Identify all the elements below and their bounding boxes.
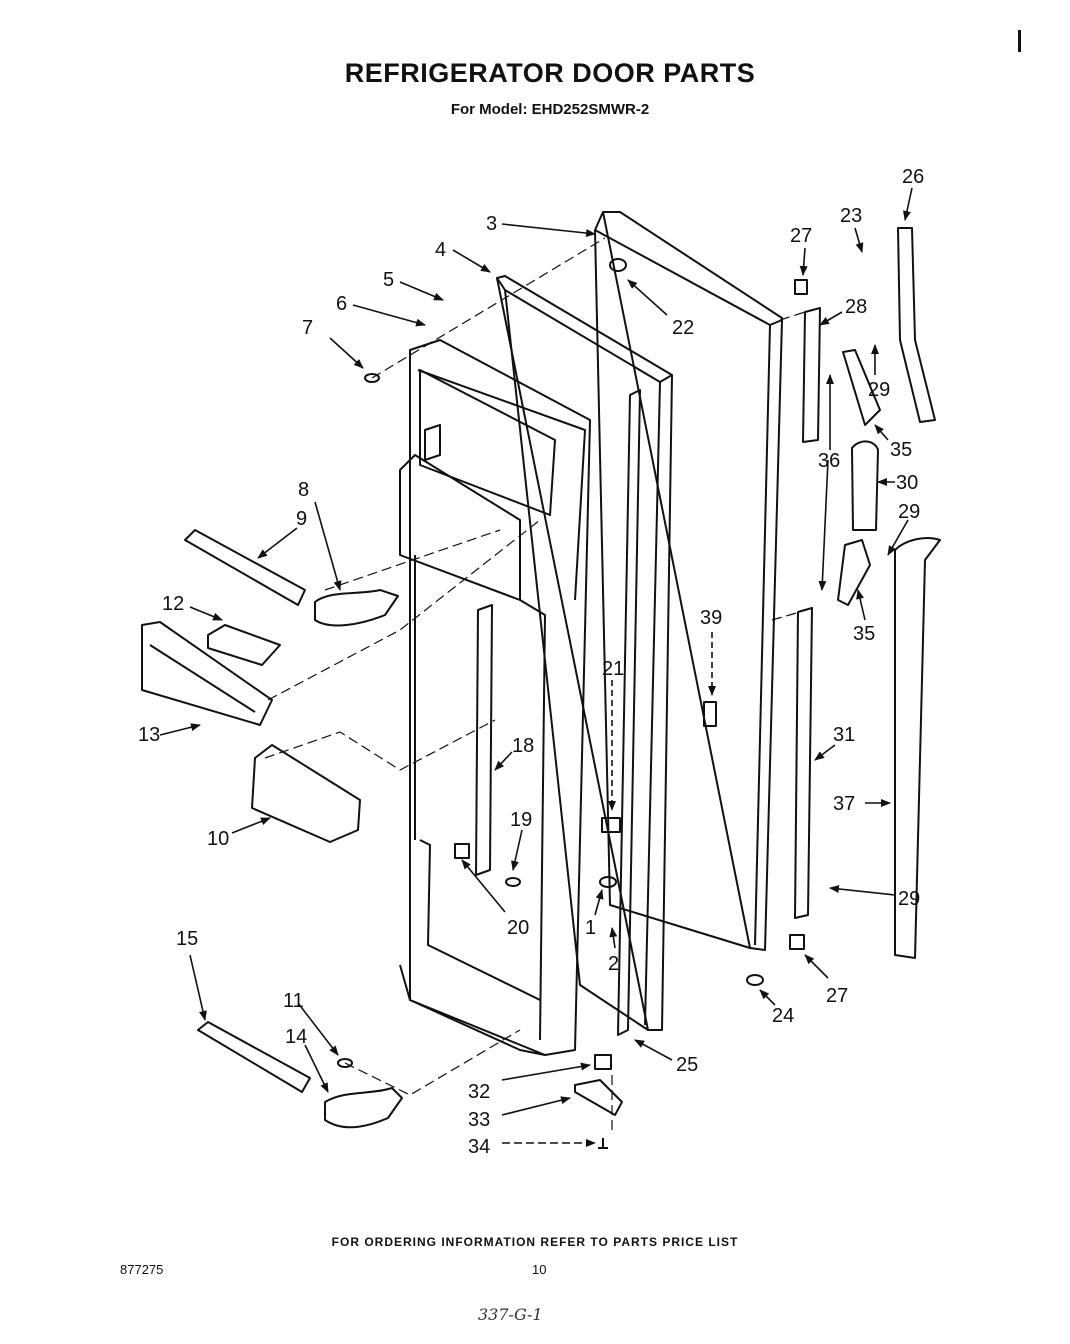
callout-20: 20 — [507, 917, 529, 939]
trim-strip — [475, 604, 493, 876]
callout-35-lower: 35 — [853, 623, 875, 645]
callout-24: 24 — [772, 1005, 794, 1027]
callout-29-upper: 29 — [868, 379, 890, 401]
page-title: REFRIGERATOR DOOR PARTS — [344, 58, 756, 88]
upper-trim-strip — [897, 227, 936, 423]
callout-27-top: 27 — [790, 225, 812, 247]
drip-tray — [251, 744, 361, 843]
fill-tube-grommet — [609, 258, 627, 272]
lower-handle — [324, 1087, 403, 1129]
dispenser-bar — [184, 529, 306, 606]
upper-hinge-bracket — [802, 307, 821, 443]
callout-33: 33 — [468, 1109, 490, 1131]
callout-9: 9 — [296, 508, 307, 530]
outer-door-panel — [594, 211, 783, 951]
dispenser-switch — [454, 843, 470, 859]
stop-block — [703, 701, 717, 727]
callout-13: 13 — [138, 724, 160, 746]
document-number: 877275 — [120, 1262, 164, 1277]
dispenser-insert — [207, 624, 281, 666]
door-stop-part — [601, 817, 621, 833]
callout-31: 31 — [833, 724, 855, 746]
callout-29-middle: 29 — [898, 501, 920, 523]
callout-6: 6 — [336, 293, 347, 315]
callout-2: 2 — [608, 953, 619, 975]
bottom-hinge-bushing — [594, 1054, 612, 1070]
liner-strip — [617, 389, 641, 1036]
callout-37: 37 — [833, 793, 855, 815]
callout-22: 22 — [672, 317, 694, 339]
screw-19 — [505, 877, 521, 887]
lower-cam — [789, 934, 805, 950]
lower-hinge-arm — [837, 539, 871, 606]
lower-trim-strip — [894, 537, 941, 959]
callout-23: 23 — [840, 205, 862, 227]
callout-4: 4 — [435, 239, 446, 261]
bottom-bar — [197, 1021, 311, 1093]
callout-35-upper: 35 — [890, 439, 912, 461]
callout-18: 18 — [512, 735, 534, 757]
lower-hinge-bracket — [794, 607, 813, 919]
callout-19: 19 — [510, 809, 532, 831]
callout-27-bottom: 27 — [826, 985, 848, 1007]
ordering-note: FOR ORDERING INFORMATION REFER TO PARTS … — [331, 1235, 739, 1249]
corner-mark — [1018, 30, 1021, 52]
callout-39: 39 — [700, 607, 722, 629]
upper-cam — [794, 279, 808, 295]
upper-handle — [314, 589, 399, 627]
screw-7 — [364, 373, 380, 383]
callout-32: 32 — [468, 1081, 490, 1103]
callout-30: 30 — [896, 472, 918, 494]
model-subtitle: For Model: EHD252SMWR-2 — [450, 101, 650, 118]
handwritten-note: 337-G-1 — [478, 1305, 543, 1324]
door-gasket-frame — [496, 275, 673, 1031]
callout-15: 15 — [176, 928, 198, 950]
callout-8: 8 — [298, 479, 309, 501]
callout-14: 14 — [285, 1026, 307, 1048]
callout-5: 5 — [383, 269, 394, 291]
callout-1: 1 — [585, 917, 596, 939]
hinge-plug — [746, 974, 764, 986]
bottom-hinge-plate — [574, 1079, 623, 1116]
callout-36: 36 — [818, 450, 840, 472]
callout-21: 21 — [602, 658, 624, 680]
callout-3: 3 — [486, 213, 497, 235]
upper-hinge-arm — [842, 349, 881, 426]
cam-washer — [599, 876, 617, 888]
hinge-bolt — [598, 1138, 608, 1149]
callout-26: 26 — [902, 166, 924, 188]
screw-11 — [337, 1058, 353, 1068]
callout-12: 12 — [162, 593, 184, 615]
callout-7: 7 — [302, 317, 313, 339]
callout-10: 10 — [207, 828, 229, 850]
inner-door-liner — [399, 339, 591, 1056]
callout-11: 11 — [283, 990, 304, 1012]
callout-28: 28 — [845, 296, 867, 318]
dispenser-front-panel — [141, 621, 273, 726]
callout-25: 25 — [676, 1054, 698, 1076]
callout-34: 34 — [468, 1136, 490, 1158]
callout-29-lower: 29 — [898, 888, 920, 910]
hinge-cover — [851, 440, 879, 531]
page-number: 10 — [532, 1262, 547, 1277]
